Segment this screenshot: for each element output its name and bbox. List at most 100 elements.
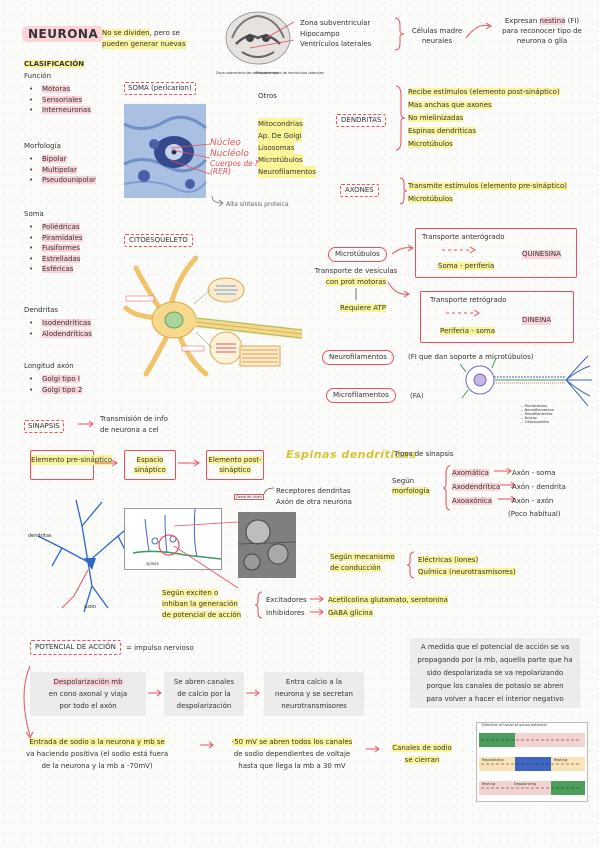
espinas-dendriticas: Espinas dendríticas xyxy=(286,448,417,461)
morf-types: Axomática Axodendrítica Axoaxónica xyxy=(452,469,501,505)
alta-sintesis: Alta síntesis proteica xyxy=(226,201,289,208)
microtubulos-oval: Microtúbulos xyxy=(328,247,387,262)
dendritas-fig-label: dendritas xyxy=(28,533,52,539)
step3-bg xyxy=(264,672,364,716)
microfilamentos-oval: Microfilamentos xyxy=(326,388,396,403)
flow-post-sinaptico: Elemento post-sináptico xyxy=(206,450,264,480)
tipos-sinapsis: Tipos de sinapsis xyxy=(394,450,454,458)
step1: Despolarización mb en cono axonal y viaj… xyxy=(48,678,128,710)
page-title: NEURONA xyxy=(22,26,105,42)
soma-pointer-lines xyxy=(169,143,211,175)
ap-depolarizing-label: Depolarizing xyxy=(514,782,536,786)
axones-props: Transmite estímulos (elemento pre-sinápt… xyxy=(408,182,567,203)
step3: Entra calcio a la neurona y se secretan … xyxy=(275,678,353,710)
potencial-label: POTENCIAL DE ACCIÓN xyxy=(30,640,121,655)
ap-repolarizing-label: Repolarizing xyxy=(482,758,504,762)
arrow-step5 xyxy=(366,745,380,753)
axon-class-list: Golgi tipo I Golgi tipo 2 xyxy=(28,374,83,395)
clasificacion-heading: CLASIFICACIÓN xyxy=(24,60,85,68)
morf-arrows xyxy=(494,467,516,503)
zoom-lines xyxy=(173,521,239,589)
arrow-step2 xyxy=(246,689,260,697)
impulso-nervioso: = impulso nervioso xyxy=(126,644,194,652)
step5: -50 mV se abren todos los canales de sod… xyxy=(231,738,353,770)
periferia-soma: Periferia - soma xyxy=(440,327,495,335)
exc-inh-arrows xyxy=(310,595,324,616)
arrow-to-retrogrado xyxy=(387,281,410,298)
soma-micrograph xyxy=(123,104,208,198)
flow-espacio-sinaptico: Espacio sináptico xyxy=(124,450,176,480)
step2-bg xyxy=(164,672,244,716)
dendritic-shaft-label: Dendritic shaft xyxy=(234,494,264,500)
sinapsis-label: SINAPSIS xyxy=(24,420,64,433)
brace-dendritas xyxy=(395,85,406,151)
line-to-atp xyxy=(355,288,357,300)
dendritas-class-label: Dendritas xyxy=(24,306,59,314)
exc-inh-labels: Excitadores Inhibidores xyxy=(266,596,307,617)
anterogrado-arrow xyxy=(442,246,476,254)
arrow-to-anterogrado xyxy=(391,244,414,255)
ap-resting-label-2: Resting xyxy=(482,782,496,786)
neurofilamentos-note: (FI que dan soporte a microtúbulos) xyxy=(408,353,534,361)
soma-class-label: Soma xyxy=(24,210,44,218)
arrow-celulas-expresan xyxy=(465,22,492,39)
expresan-text: Expresan nestina (FI) para reconocer tip… xyxy=(502,17,582,45)
citoesqueleto-label: CITOESQUELETO xyxy=(124,234,193,247)
neurofilamentos-oval: Neurofilamentos xyxy=(322,350,394,365)
spines-inset xyxy=(124,508,222,570)
brace-morfologia xyxy=(442,465,451,511)
brace-exciten xyxy=(254,591,263,619)
anterogrado-box xyxy=(415,228,577,278)
poco-habitual: (Poco habitual) xyxy=(508,510,561,518)
otros-label: Otros xyxy=(258,92,277,100)
no-se-dividen-line1: No se dividen, pero se xyxy=(102,29,180,37)
arrow-receptores xyxy=(263,487,275,495)
mecanismos: Eléctricas (iones) Química (neurotrasmis… xyxy=(418,556,516,576)
neuron-spines-drawing xyxy=(22,496,132,613)
funcion-list: Motoras Sensoriales Interneuronas xyxy=(28,84,91,116)
arrow-alta-sintesis xyxy=(211,195,224,207)
brain-regions: Zona subventricular Hipocampo Ventrículo… xyxy=(300,19,372,48)
axon-class-label: Longitud axón xyxy=(24,362,74,370)
dineina: DINEINA xyxy=(522,316,552,325)
microfilamentos-note: (FA) xyxy=(410,392,424,400)
morfologia-label: Morfología xyxy=(24,142,61,150)
receptores-axon: Receptores dendritas Axón de otra neuron… xyxy=(276,487,352,506)
brace-mecanismo xyxy=(406,551,415,579)
morfologia-list: Bipolar Multipolar Pseudounipolar xyxy=(28,154,96,186)
segun-mecanismo: Según mecanismo de conducción xyxy=(330,553,395,572)
dendritas-label: DENDRITAS xyxy=(336,114,387,127)
exc-inh-examples: Acetilcolina glutamato, serotonina GABA … xyxy=(328,596,448,617)
spine-micrograph xyxy=(237,512,297,578)
brain-section-image xyxy=(222,8,295,72)
ap-resting-label-1: Resting xyxy=(554,758,568,762)
ap-direction-label: Direction of travel of action potential xyxy=(482,723,547,727)
soma-label: SOMA (pericarion) xyxy=(124,82,196,95)
arrow-flow-2 xyxy=(178,459,200,467)
brace-brain xyxy=(394,17,405,51)
funcion-label: Función xyxy=(24,72,52,80)
no-se-dividen-line2: pueden generar nuevas xyxy=(102,40,186,49)
curve-arrow-potencial xyxy=(23,665,34,739)
neuron-cytoskeleton-figure xyxy=(123,248,303,378)
morf-results: Axón - soma Axón - dendrita Axón - axón xyxy=(512,469,566,505)
flow-pre-sinaptico: Elemento pre-sináptico xyxy=(30,450,113,480)
soma-class-list: Poliédricas Piramidales Fusiformes Estre… xyxy=(28,222,83,275)
retrogrado-arrow xyxy=(446,309,480,317)
dendritas-props: Recibe estímulos (elemento post-sináptic… xyxy=(408,88,560,148)
cytoskeleton-legend: — Microtúbulos — Neurofilamentos — Micro… xyxy=(520,404,554,424)
retrogrado-label: Transporte retrógrado xyxy=(430,296,507,304)
dendritas-class-list: Isodendríticas Alodendríticas xyxy=(28,318,92,339)
action-potential-diagram xyxy=(476,722,588,802)
axones-label: AXONES xyxy=(340,184,379,197)
arrow-step4 xyxy=(200,741,214,749)
brain-caption-left: Zona subventricular del hipocampo xyxy=(216,71,279,75)
brain-caption-right: Recubrimiento de ventrículos laterales xyxy=(256,71,324,75)
organelles-list: Mitocondrias Ap. De Golgi Lisosomas Micr… xyxy=(258,118,316,178)
step6: Canales de sodio se cierran xyxy=(392,744,452,764)
arrow-step1 xyxy=(148,689,162,697)
cytoskeleton-neuron-figure xyxy=(459,350,594,414)
